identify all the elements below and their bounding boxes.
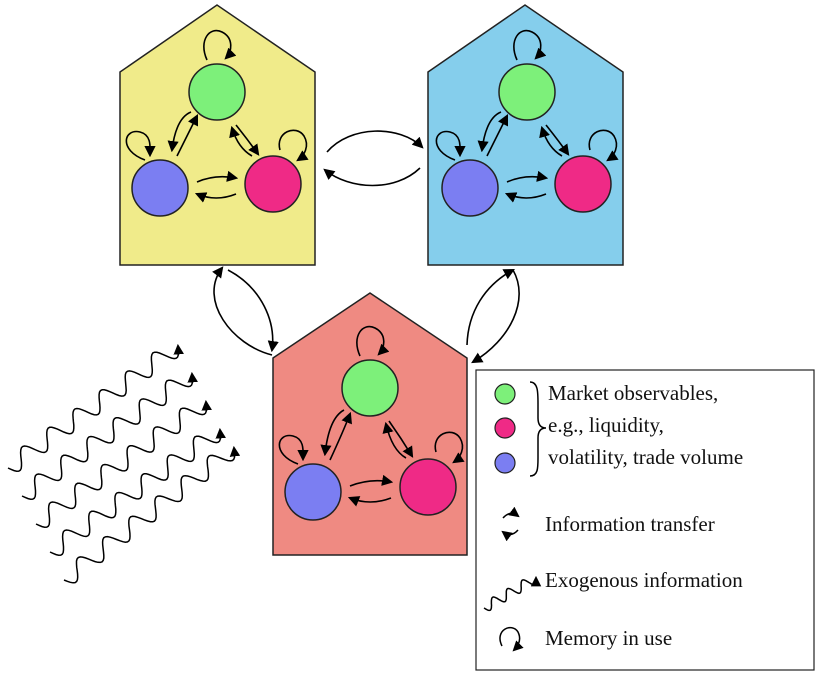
memory-in-use-icon <box>499 626 524 652</box>
information-transfer-arrows-c <box>320 409 414 507</box>
legend-observables-line3: volatility, trade volume <box>548 445 743 469</box>
legend-green-dot <box>494 383 516 405</box>
observable-node-blue-a <box>131 159 189 217</box>
memory-loops-a <box>125 29 309 162</box>
legend-memory-label: Memory in use <box>545 626 672 650</box>
observable-node-green-c <box>341 359 399 417</box>
exogenous-wave-2 <box>21 371 198 500</box>
exogenous-information-icon <box>483 575 542 612</box>
legend-magenta-dot <box>494 417 516 439</box>
exogenous-wave-3 <box>35 399 212 528</box>
memory-loops-b <box>435 29 619 162</box>
information-transfer-icon <box>501 506 520 542</box>
memory-loops-c <box>278 325 465 465</box>
legend: Market observables, e.g., liquidity, vol… <box>475 369 815 671</box>
legend-blue-dot <box>494 452 516 474</box>
exogenous-wave-5 <box>63 445 241 584</box>
legend-brace <box>529 381 547 477</box>
observable-node-blue-c <box>284 463 342 521</box>
observable-node-green-a <box>188 63 246 121</box>
legend-box <box>475 369 815 671</box>
legend-observables-line2: e.g., liquidity, <box>548 413 664 437</box>
market-house-c <box>272 292 468 556</box>
legend-exogenous-label: Exogenous information <box>545 568 743 592</box>
observable-node-magenta-b <box>554 155 612 213</box>
house-shape-a <box>119 4 316 266</box>
market-house-a <box>119 4 316 266</box>
observable-node-magenta-c <box>399 458 457 516</box>
observable-node-magenta-a <box>244 155 302 213</box>
information-transfer-arrows-a <box>167 111 260 203</box>
inter-market-transfer-arrows <box>212 130 520 364</box>
exogenous-information-waves <box>7 343 241 584</box>
observable-node-blue-b <box>441 159 499 217</box>
legend-observables-line1: Market observables, <box>548 381 718 405</box>
legend-transfer-label: Information transfer <box>545 512 715 536</box>
exogenous-wave-4 <box>49 427 226 556</box>
observable-node-green-b <box>498 63 556 121</box>
market-house-b <box>427 4 624 266</box>
information-transfer-arrows-b <box>477 111 570 203</box>
exogenous-wave-1 <box>7 343 184 472</box>
